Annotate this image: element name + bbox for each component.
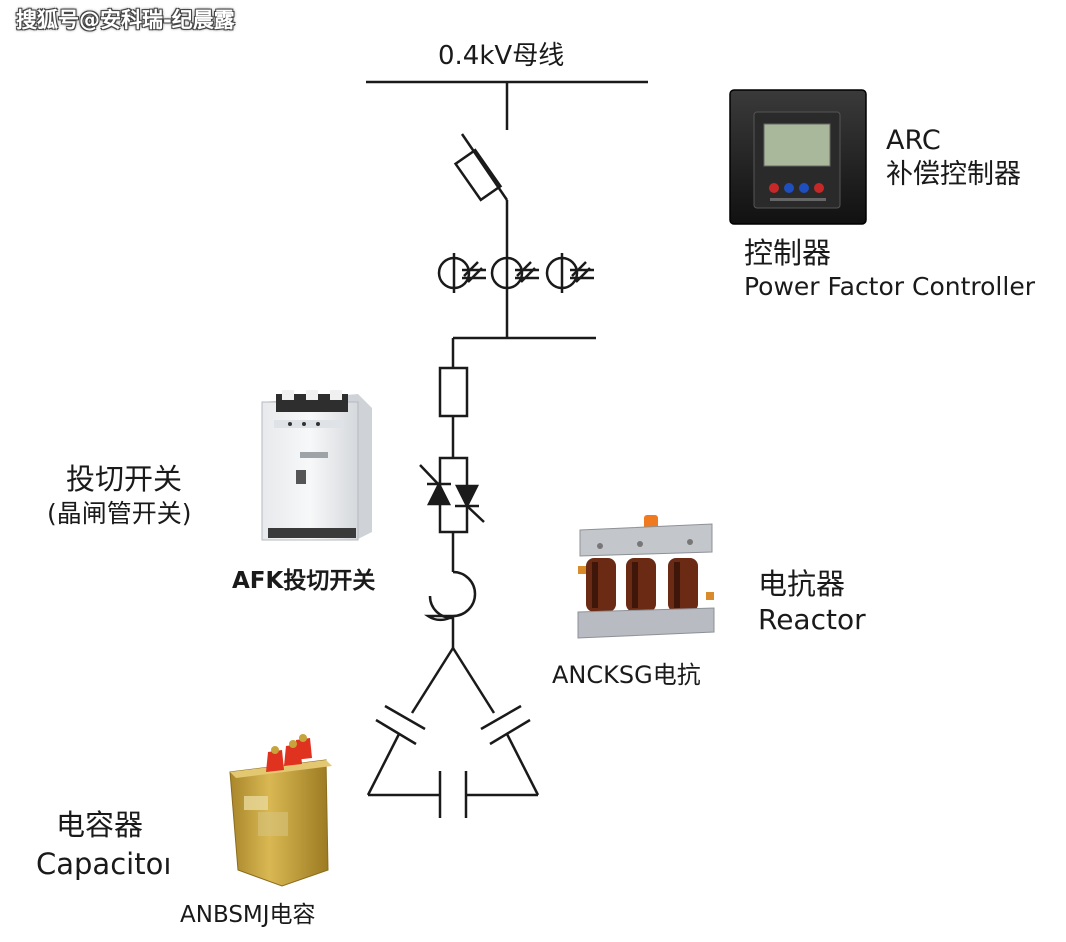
reactor-device-image: [577, 515, 715, 639]
watermark-text: 搜狐号@安科瑞-纪晨露: [16, 8, 235, 32]
reactor-model-label: ANCKSG电抗: [552, 661, 701, 689]
controller-subtitle: 补偿控制器: [886, 159, 1021, 190]
capacitor-label-en: Capacitoı: [36, 847, 172, 881]
controller-device-image: [729, 89, 867, 225]
reactor-label-en: Reactor: [758, 603, 866, 636]
capacitor-device-image: [229, 734, 332, 887]
one-line-schematic: [366, 80, 648, 818]
reactor-label-cn: 电抗器: [758, 567, 846, 601]
thyristor-switch-symbol: [419, 456, 485, 534]
current-transformer-symbols: [437, 253, 594, 293]
switch-model-label: AFK投切开关: [232, 568, 376, 594]
delta-capacitor-symbol: [366, 647, 540, 818]
capacitor-label-cn: 电容器: [56, 808, 144, 842]
controller-title: ARC: [886, 125, 941, 156]
busbar-label: 0.4kV母线: [438, 41, 565, 71]
controller-label-en: Power Factor Controller: [744, 272, 1035, 301]
switch-label-sub: (晶闸管开关): [47, 499, 192, 528]
branch-fuse-symbol: [438, 366, 469, 418]
capacitor-model-label: ANBSMJ电容: [180, 902, 316, 928]
switch-label-cn: 投切开关: [66, 462, 183, 496]
thyristor-module-image: [261, 390, 372, 541]
fused-disconnect-symbol: [453, 133, 509, 338]
reactor-symbol: [423, 570, 477, 622]
controller-label-cn: 控制器: [744, 236, 832, 270]
